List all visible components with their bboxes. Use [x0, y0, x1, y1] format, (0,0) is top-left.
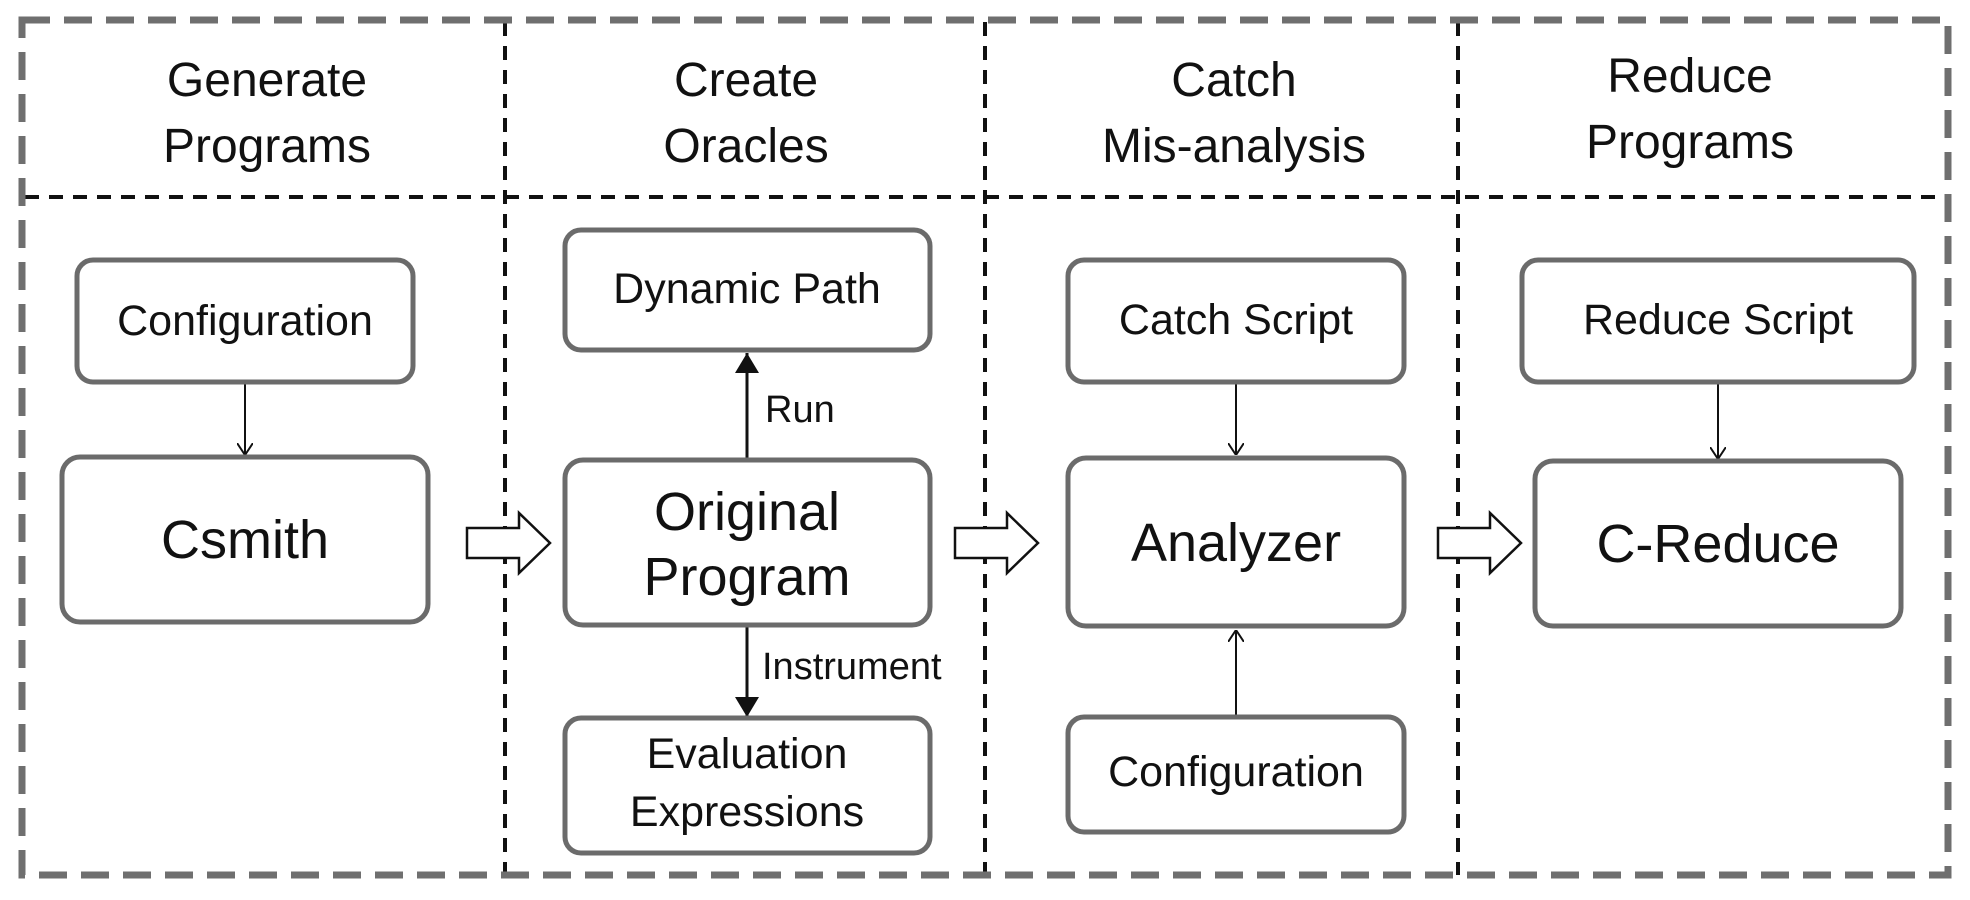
stage-frames — [18, 16, 1952, 879]
flow-arrow-generate-to-oracles — [465, 510, 552, 576]
flow-arrow-oracles-to-catch — [953, 510, 1040, 576]
outer-frame — [18, 16, 1952, 879]
flow-arrows — [465, 510, 1523, 576]
edge-label-run: Run — [765, 389, 835, 431]
svg-text:Csmith: Csmith — [161, 510, 329, 570]
node-reduce-script: Reduce Script — [1519, 257, 1917, 385]
node-c-reduce: C-Reduce — [1532, 458, 1904, 629]
svg-text:Configuration: Configuration — [1108, 748, 1364, 796]
svg-text:Reduce Script: Reduce Script — [1583, 296, 1853, 344]
edge-label-instrument: Instrument — [762, 646, 942, 688]
node-catch-script: Catch Script — [1065, 257, 1407, 385]
node-analyzer: Analyzer — [1065, 455, 1407, 629]
svg-text:Dynamic Path: Dynamic Path — [613, 265, 881, 313]
svg-text:Configuration: Configuration — [117, 297, 373, 345]
svg-text:Catch Script: Catch Script — [1119, 296, 1353, 344]
nodes: Configuration Csmith Dynamic Path Origin… — [59, 227, 1917, 856]
flow-arrow-catch-to-reduce — [1436, 510, 1523, 576]
edges: Run Instrument — [245, 353, 1718, 717]
node-catch-configuration: Configuration — [1065, 714, 1407, 835]
node-csmith: Csmith — [59, 454, 431, 625]
node-gen-configuration: Configuration — [74, 257, 416, 385]
svg-text:Analyzer: Analyzer — [1131, 513, 1341, 573]
node-dynamic-path: Dynamic Path — [562, 227, 933, 353]
svg-text:C-Reduce: C-Reduce — [1596, 514, 1839, 574]
